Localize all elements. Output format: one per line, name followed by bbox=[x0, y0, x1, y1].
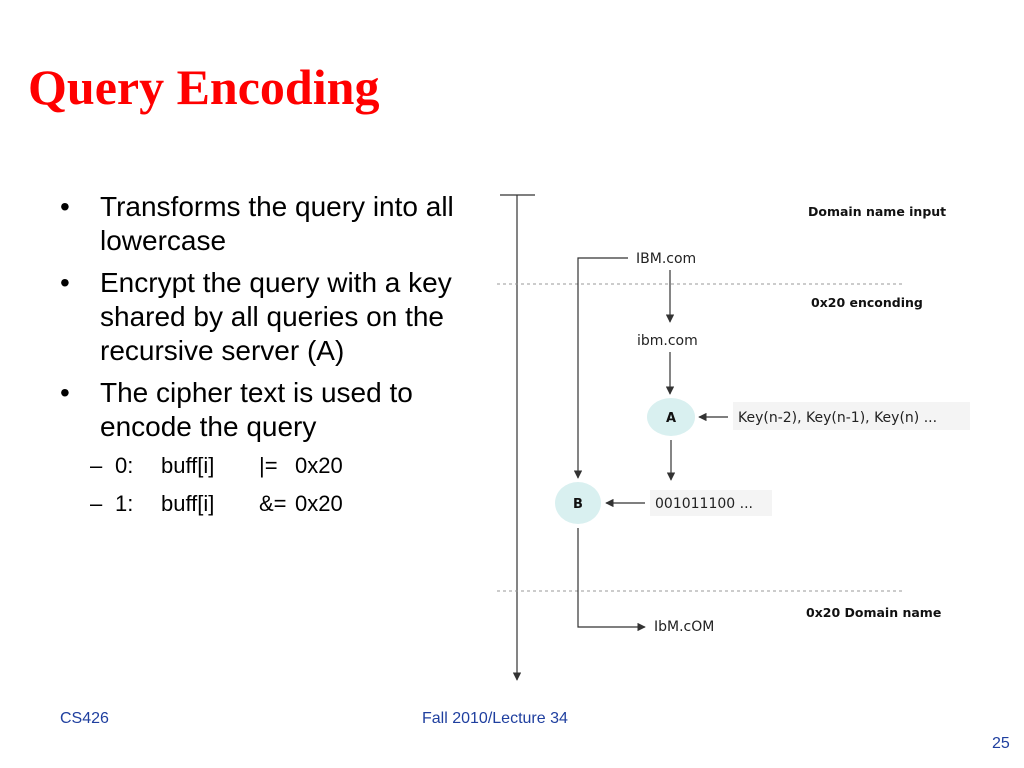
slide-title: Query Encoding bbox=[28, 59, 380, 115]
bits-box bbox=[650, 490, 772, 516]
section-label-output: 0x20 Domain name bbox=[806, 605, 941, 620]
bullet-text: The cipher text is used to encode the qu… bbox=[100, 377, 413, 442]
result-label: IbM.cOM bbox=[654, 619, 714, 635]
keys-box bbox=[733, 402, 970, 430]
sub-bullet-item: – 1: buff[i] &= 0x20 bbox=[60, 490, 490, 518]
section-label-input: Domain name input bbox=[808, 204, 946, 219]
sub-bullet-value: 0x20 bbox=[295, 491, 343, 516]
node-b-label: B bbox=[573, 497, 583, 512]
sub-bullet-value: 0x20 bbox=[295, 453, 343, 478]
bullet-item: • The cipher text is used to encode the … bbox=[60, 376, 490, 444]
bullet-dot-icon: • bbox=[60, 191, 70, 222]
ibm-upper-label: IBM.com bbox=[636, 251, 696, 267]
sub-bullet-operator: |= bbox=[259, 453, 278, 478]
bullet-dot-icon: • bbox=[60, 377, 70, 408]
sub-bullet-case: 1: bbox=[115, 491, 134, 516]
sub-bullet-operand: buff[i] bbox=[161, 491, 215, 516]
ibm-lower-label: ibm.com bbox=[637, 333, 698, 349]
ibm-to-b-arrow bbox=[573, 257, 628, 479]
bullet-text: Transforms the query into all lowercase bbox=[100, 191, 454, 256]
bullet-list: • Transforms the query into all lowercas… bbox=[60, 190, 490, 528]
page-number: 25 bbox=[992, 735, 1010, 752]
footer-course: CS426 bbox=[60, 710, 109, 727]
keys-label: Key(n-2), Key(n-1), Key(n) ... bbox=[738, 410, 937, 426]
node-a bbox=[647, 398, 695, 436]
sub-bullet-operand: buff[i] bbox=[161, 453, 215, 478]
sub-bullet-operator: &= bbox=[259, 491, 287, 516]
footer-lecture: Fall 2010/Lecture 34 bbox=[422, 710, 568, 727]
sub-bullet-item: – 0: buff[i] |= 0x20 bbox=[60, 452, 490, 480]
node-b bbox=[555, 482, 601, 524]
bullet-item: • Encrypt the query with a key shared by… bbox=[60, 266, 490, 368]
bullet-dot-icon: • bbox=[60, 267, 70, 298]
node-a-label: A bbox=[666, 411, 676, 426]
section-label-encoding: 0x20 enconding bbox=[811, 295, 923, 310]
dash-marker: – bbox=[90, 453, 103, 478]
bits-label: 001011100 ... bbox=[655, 496, 753, 512]
dash-marker: – bbox=[90, 491, 103, 516]
b-to-result-arrow bbox=[577, 528, 646, 632]
bullet-text: Encrypt the query with a key shared by a… bbox=[100, 267, 452, 366]
bullet-item: • Transforms the query into all lowercas… bbox=[60, 190, 490, 258]
sub-bullet-case: 0: bbox=[115, 453, 134, 478]
